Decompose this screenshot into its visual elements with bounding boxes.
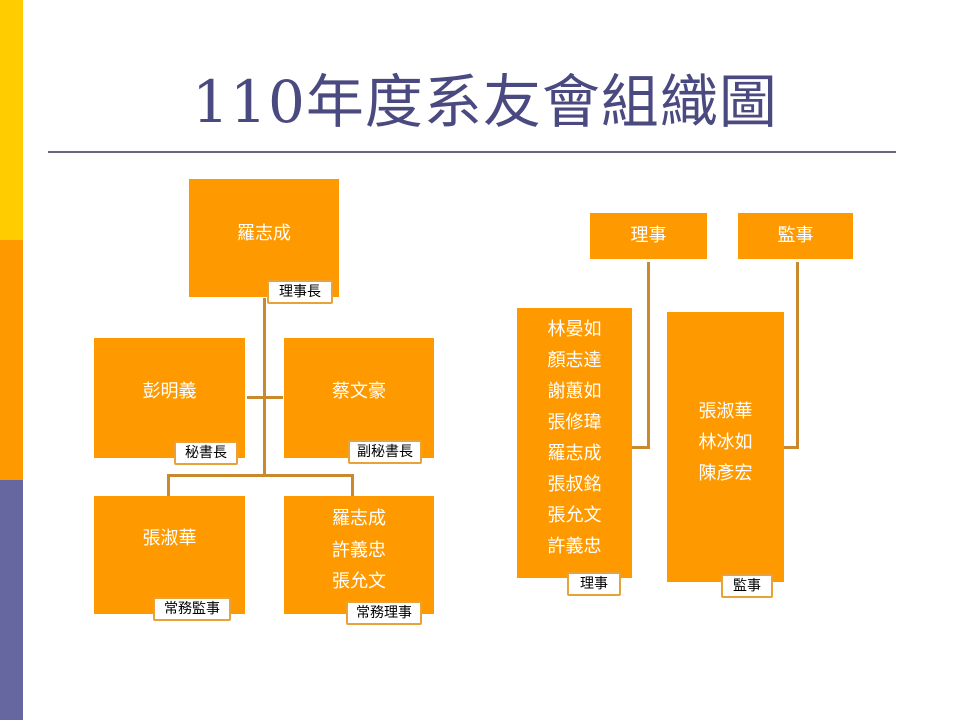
connector-cross <box>247 396 283 399</box>
tag-deputy-secretary: 副秘書長 <box>348 440 422 464</box>
node-name: 林冰如 <box>698 432 753 453</box>
node-name: 監事 <box>777 225 814 246</box>
node-standing-directors: 羅志成 許義忠 張允文 <box>284 496 434 614</box>
node-name: 張淑華 <box>698 401 753 422</box>
node-name: 理事 <box>630 225 667 246</box>
tag-standing-directors: 常務理事 <box>346 601 422 625</box>
node-name: 羅志成 <box>547 443 602 464</box>
node-name: 彭明義 <box>142 381 197 402</box>
tag-secretary-general: 秘書長 <box>174 441 238 465</box>
node-name: 張叔銘 <box>547 474 602 495</box>
node-name: 羅志成 <box>332 508 386 529</box>
connector-directors-h <box>631 446 650 449</box>
connector-bottom-left-drop <box>167 474 170 496</box>
node-directors-header: 理事 <box>590 213 707 259</box>
node-secretary-general: 彭明義 <box>94 338 245 458</box>
node-name: 張允文 <box>332 571 386 592</box>
node-supervisors-header: 監事 <box>738 213 853 259</box>
accent-stripe-yellow <box>0 0 23 240</box>
node-name: 羅志成 <box>237 223 291 244</box>
page-title: 110年度系友會組織圖 <box>192 68 778 136</box>
node-chairman: 羅志成 <box>189 179 339 297</box>
accent-stripe-purple <box>0 480 23 720</box>
tag-chairman: 理事長 <box>267 280 333 304</box>
connector-trunk <box>263 298 266 474</box>
node-name: 顏志達 <box>547 350 602 371</box>
node-directors: 林晏如 顏志達 謝蕙如 張修瑋 羅志成 張叔銘 張允文 許義忠 <box>517 308 632 578</box>
connector-directors-v <box>647 262 650 448</box>
accent-stripe-orange <box>0 240 23 480</box>
connector-supervisors-v <box>796 262 799 448</box>
node-name: 張修瑋 <box>547 412 602 433</box>
connector-bottom-right-drop <box>351 474 354 496</box>
tag-directors: 理事 <box>567 572 621 596</box>
node-deputy-secretary: 蔡文豪 <box>284 338 434 458</box>
connector-bottom-bar <box>167 474 354 477</box>
node-name: 許義忠 <box>547 536 602 557</box>
node-name: 陳彥宏 <box>698 463 753 484</box>
node-standing-supervisor: 張淑華 <box>94 496 245 614</box>
tag-standing-supervisor: 常務監事 <box>153 597 231 621</box>
node-supervisors: 張淑華 林冰如 陳彥宏 <box>667 312 784 582</box>
connector-supervisors-h <box>782 446 799 449</box>
node-name: 張允文 <box>547 505 602 526</box>
node-name: 蔡文豪 <box>332 381 386 402</box>
node-name: 謝蕙如 <box>547 381 602 402</box>
node-name: 許義忠 <box>332 540 386 561</box>
title-divider <box>48 151 896 153</box>
node-name: 張淑華 <box>142 528 197 549</box>
tag-supervisors: 監事 <box>721 574 773 598</box>
node-name: 林晏如 <box>547 319 602 340</box>
